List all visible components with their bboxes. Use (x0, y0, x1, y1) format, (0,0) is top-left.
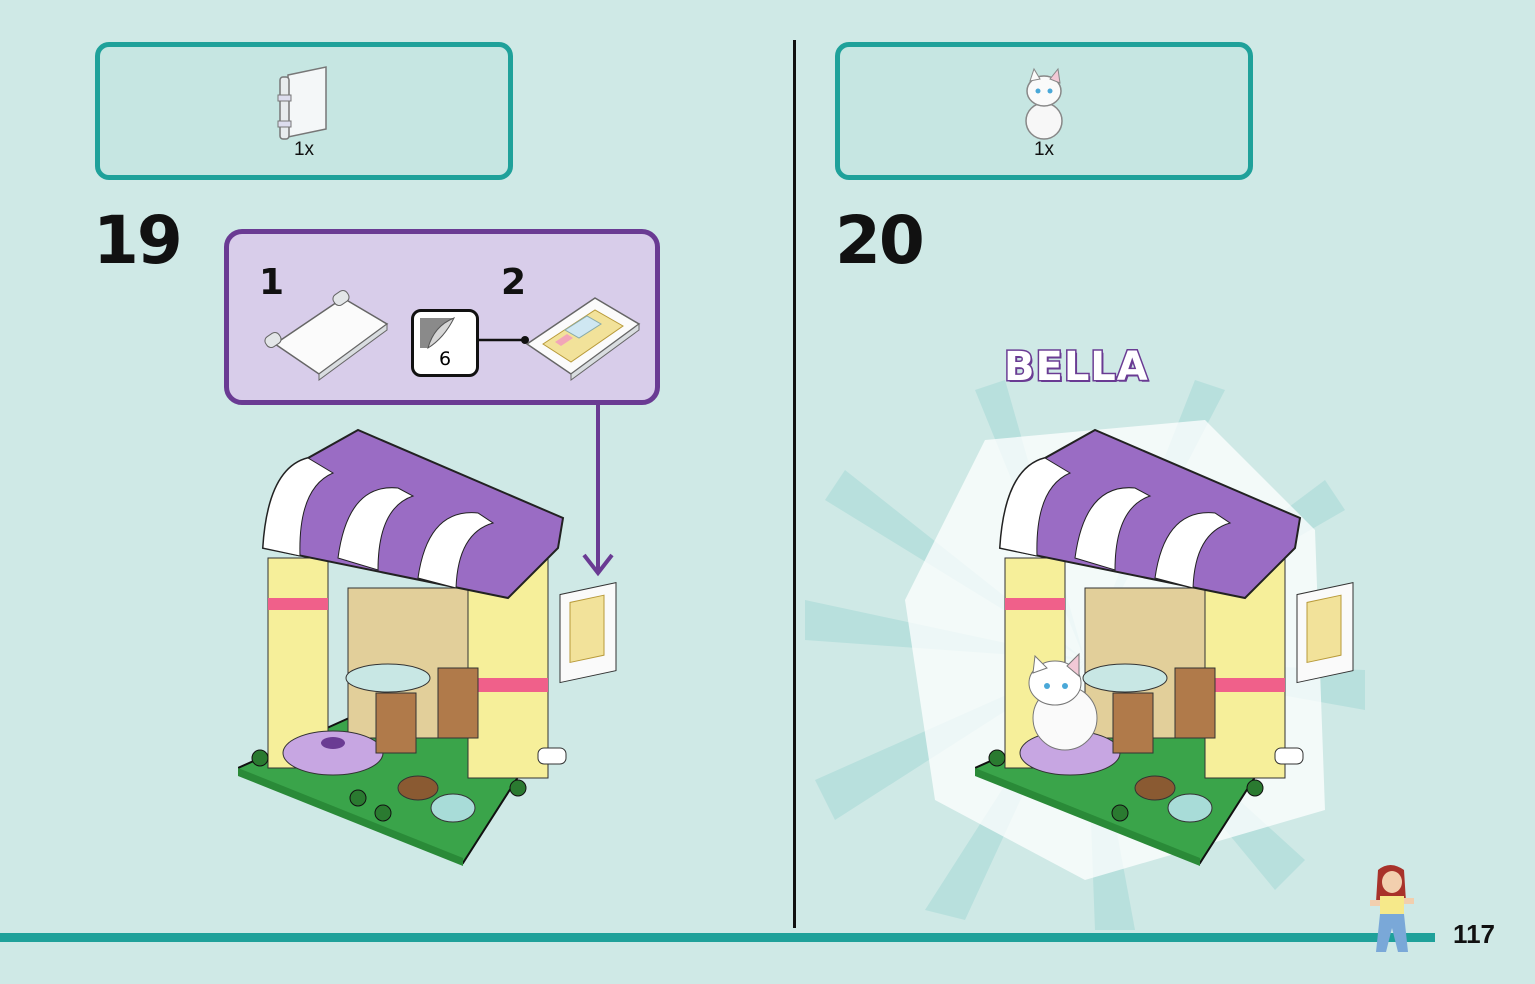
pet-shop-stand-model-step-20 (975, 428, 1354, 866)
sticker-leader-line (477, 336, 529, 344)
sticker-substep-box: 1 2 6 (224, 229, 660, 405)
page-divider (793, 40, 796, 928)
sticker-peel-icon (420, 317, 456, 350)
character-name-label: BELLA (1003, 343, 1150, 392)
page-number: 117 (1453, 919, 1495, 949)
step-number-19: 19 (93, 202, 183, 279)
progress-bar (0, 933, 1435, 942)
parts-box-step-19: 1x (95, 42, 513, 180)
step-number-20: 20 (835, 202, 925, 279)
placement-arrow-icon (582, 405, 614, 577)
pet-shop-stand-model-step-19 (238, 428, 617, 866)
window-pane-flat-icon (264, 289, 389, 381)
cat-figure-part-icon (1025, 67, 1063, 140)
substep-number-1: 1 (259, 262, 285, 303)
window-pane-with-sticker-icon (525, 297, 641, 381)
minifigure-icon (1370, 865, 1414, 952)
parts-box-step-20: 1x (835, 42, 1253, 180)
window-pane-part-icon (277, 66, 327, 140)
parts-quantity: 1x (293, 139, 315, 160)
parts-quantity: 1x (1033, 139, 1055, 160)
sticker-number: 6 (438, 348, 452, 370)
sticker-sheet-tag: 6 (411, 309, 479, 377)
substep-number-2: 2 (501, 262, 527, 303)
